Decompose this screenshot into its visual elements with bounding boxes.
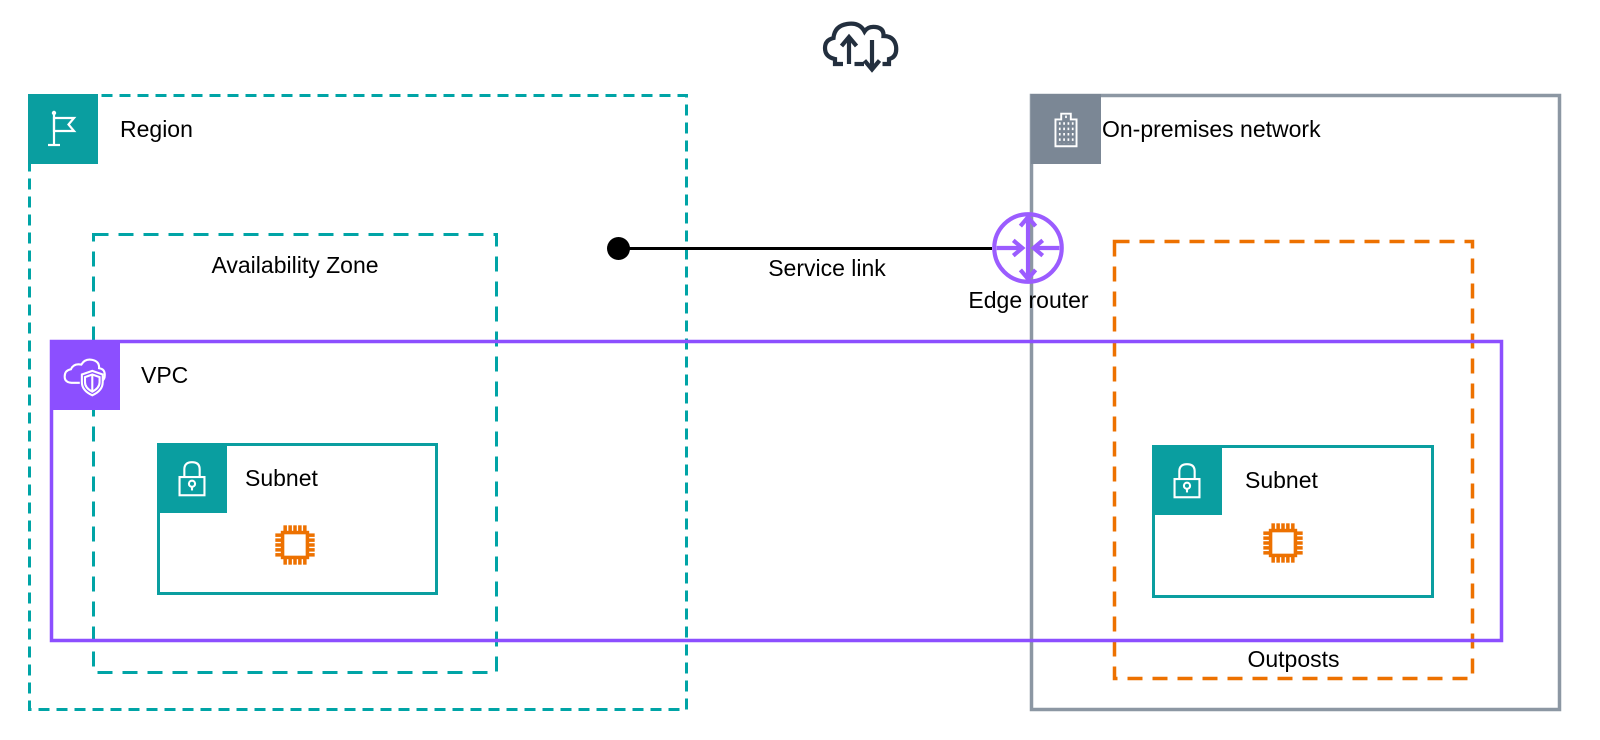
flag-icon [48, 110, 77, 147]
edge-router-label: Edge router [968, 287, 1089, 313]
lock-icon [1173, 463, 1201, 499]
availability-zone-border [92, 233, 498, 674]
region-icon [28, 94, 98, 164]
cloud-shield-icon [63, 358, 106, 397]
subnet-az-icon [157, 443, 227, 513]
region-border [28, 94, 688, 711]
on-premises-label: On-premises network [1102, 116, 1321, 142]
on-premises-icon [1031, 94, 1101, 164]
instance-chip-icon-outposts [1263, 523, 1303, 563]
edge-router-icon [992, 212, 1064, 284]
building-icon [1054, 112, 1078, 148]
service-link-endpoint-dot [607, 237, 630, 260]
service-link-label: Service link [768, 255, 886, 281]
subnet-outposts-icon [1152, 445, 1222, 515]
vpc-label: VPC [141, 362, 189, 388]
lock-icon [178, 461, 206, 497]
subnet-az-border [157, 443, 438, 595]
internet-cloud-icon [822, 21, 899, 73]
subnet-outposts-label: Subnet [1245, 467, 1318, 493]
subnet-outposts-border [1152, 445, 1434, 598]
instance-chip-icon-az [275, 525, 315, 565]
subnet-az-label: Subnet [245, 465, 318, 491]
region-label: Region [120, 116, 193, 142]
vpc-border [49, 339, 1504, 643]
outposts-border [1112, 239, 1475, 681]
availability-zone-label: Availability Zone [211, 252, 379, 278]
vpc-icon [50, 340, 120, 410]
on-premises-border [1029, 93, 1562, 712]
outposts-label: Outposts [1247, 646, 1340, 672]
